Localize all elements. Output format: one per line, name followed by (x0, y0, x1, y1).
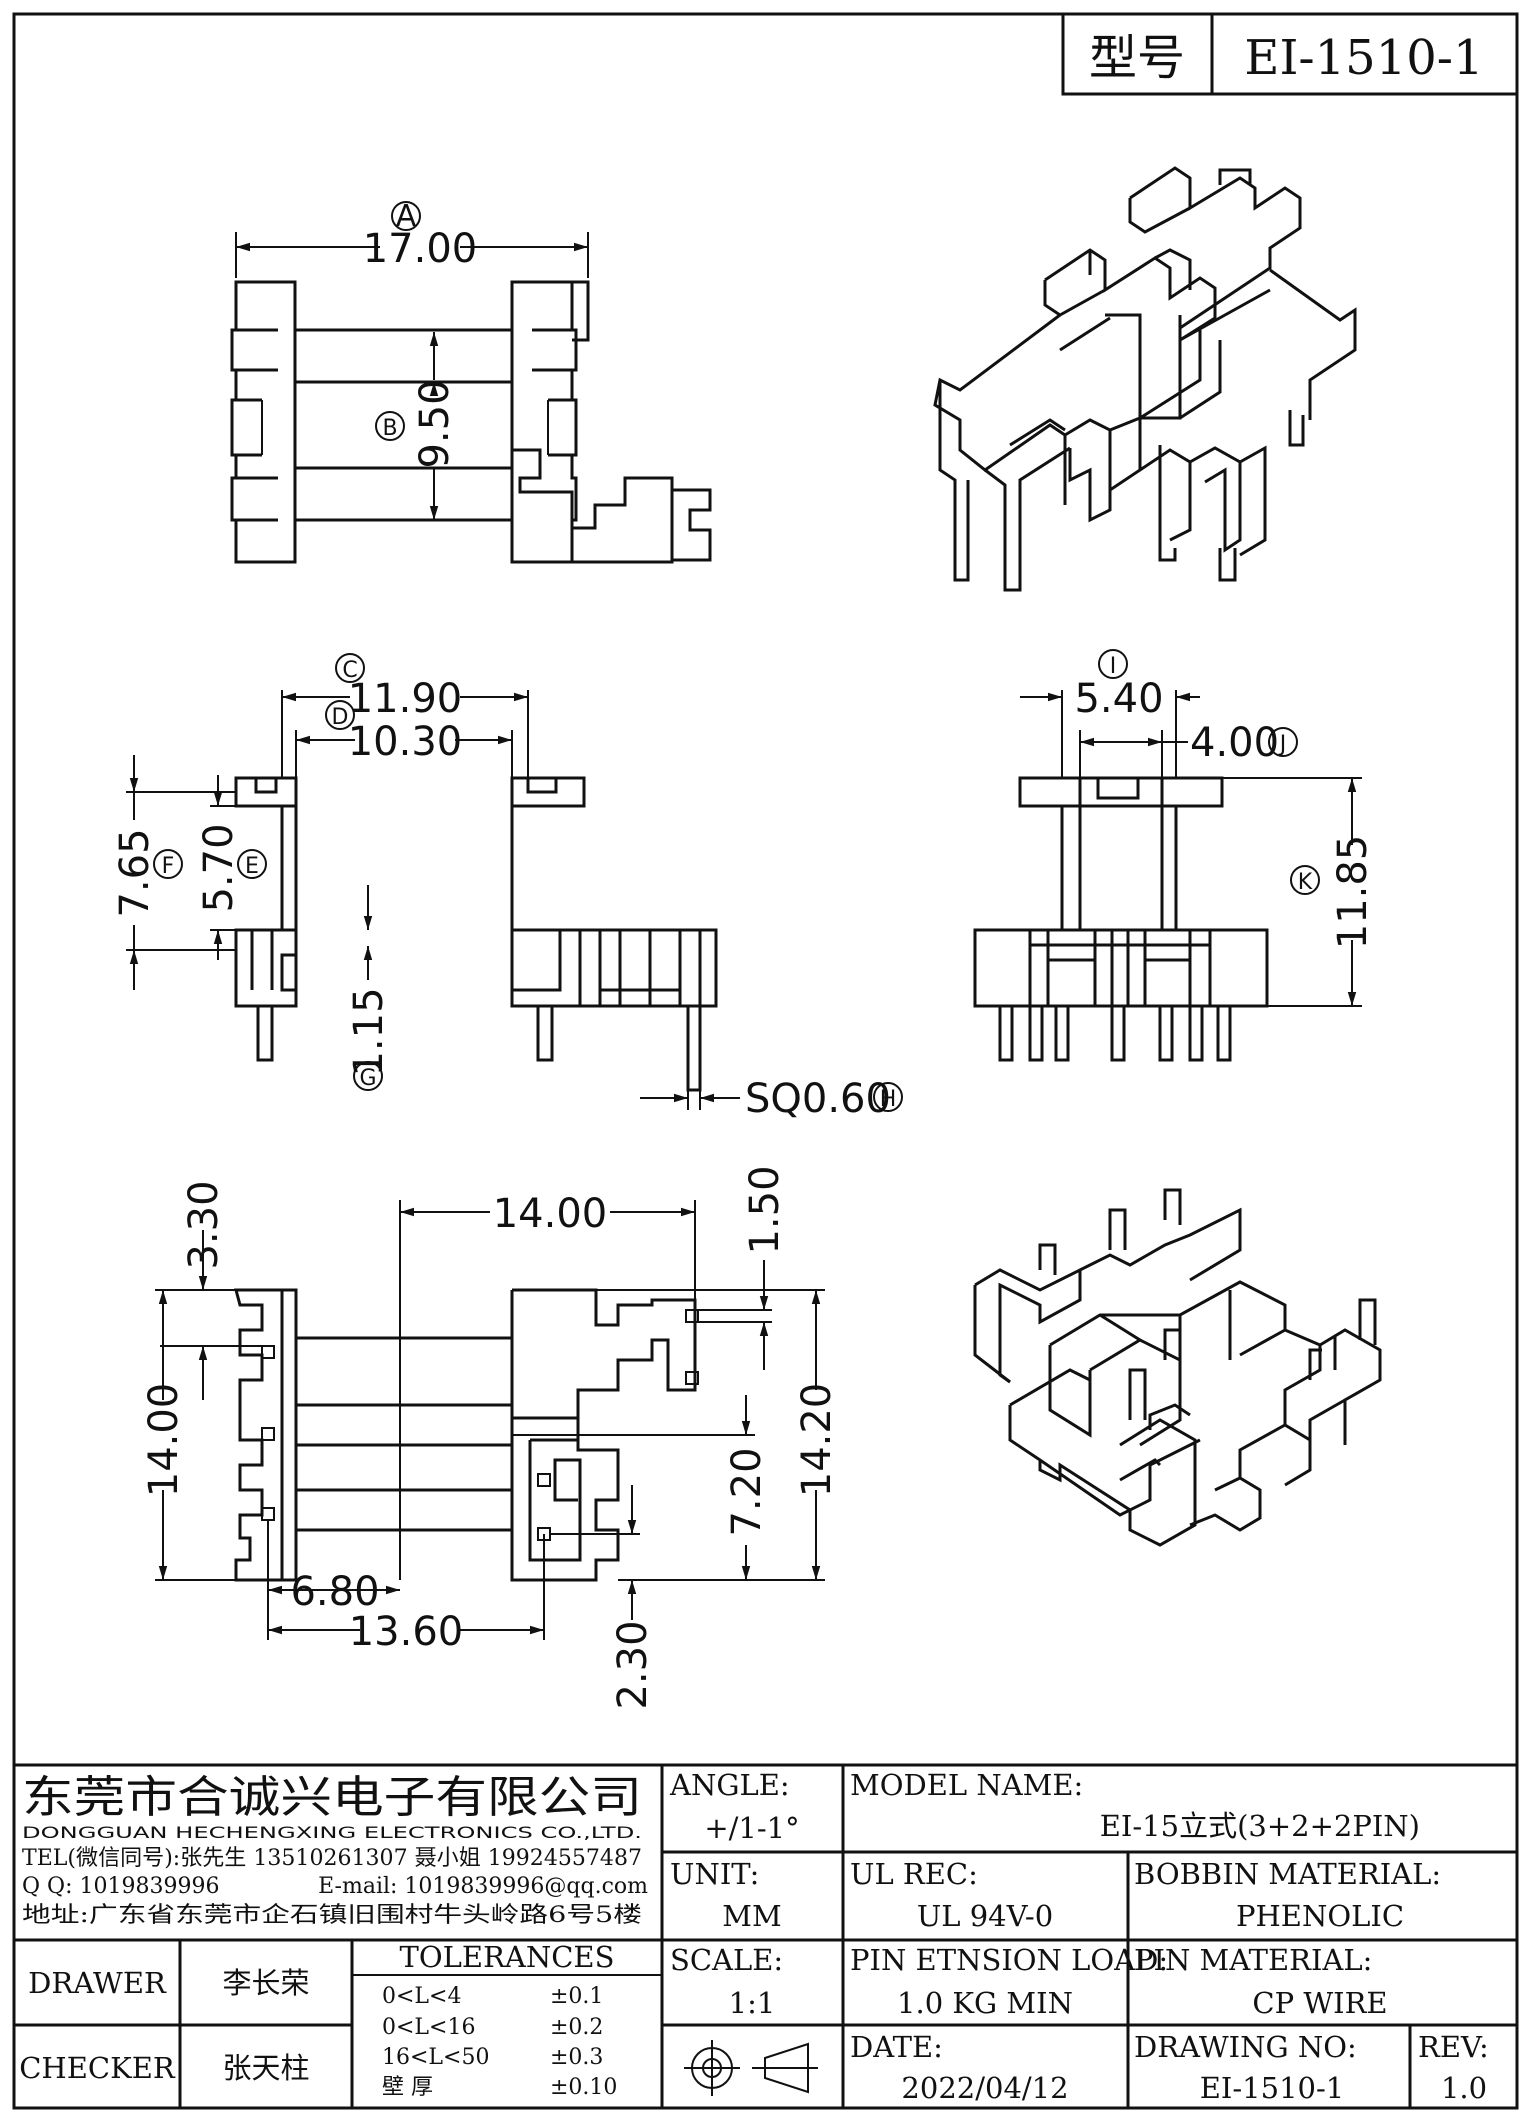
dim-bottom-1-50: 1.50 (742, 1165, 788, 1254)
title-block: 东莞市合诚兴电子有限公司 DONGGUAN HECHENGXING ELECTR… (14, 1763, 1517, 2108)
front-view: 5.40 I 4.00 J 11.85 K (973, 649, 1376, 1062)
dim-b-letter: B (382, 416, 397, 441)
pin-material-label: PIN MATERIAL: (1134, 1943, 1372, 1977)
dim-bottom-3-30: 3.30 (181, 1180, 227, 1269)
dim-bottom-14-top: 14.00 (493, 1191, 608, 1237)
date-label: DATE: (850, 2030, 943, 2064)
dim-d-letter: D (332, 705, 349, 730)
pin-load-value: 1.0 KG MIN (897, 1986, 1073, 2020)
dim-a-letter: A (396, 199, 417, 234)
isometric-view-bottom (973, 1188, 1382, 1547)
company-email: E-mail: 1019839996@qq.com (318, 1874, 648, 1899)
ul-value: UL 94V-0 (917, 1899, 1053, 1933)
company-name-en: DONGGUAN HECHENGXING ELECTRONICS CO.,LTD… (22, 1823, 642, 1842)
checker-value: 张天柱 (222, 2051, 309, 2085)
drawing-no-label: DRAWING NO: (1134, 2030, 1357, 2064)
rev-label: REV: (1418, 2030, 1489, 2064)
dim-k-letter: K (1298, 870, 1313, 895)
dim-g-value: 1.15 (346, 987, 392, 1076)
company-address: 地址:广东省东莞市企石镇旧围村牛头岭路6号5楼 (22, 1903, 642, 1928)
dim-bottom-2-30: 2.30 (610, 1620, 656, 1709)
model-name-label: MODEL NAME: (850, 1768, 1083, 1802)
projection-symbol-icon (684, 2040, 818, 2096)
dim-g-letter: G (359, 1066, 376, 1091)
dim-i-value: 5.40 (1074, 676, 1163, 722)
dim-h-value: SQ0.60 (745, 1076, 891, 1122)
drawing-border (12, 12, 1519, 2110)
unit-value: MM (722, 1899, 781, 1933)
checker-label: CHECKER (19, 2051, 176, 2085)
pin-load-label: PIN ETNSION LOAD: (850, 1943, 1168, 1977)
dim-a-value: 17.00 (363, 226, 478, 272)
dim-bottom-13-60: 13.60 (349, 1609, 464, 1655)
drawer-label: DRAWER (28, 1966, 167, 2000)
dim-e-value: 5.70 (196, 823, 242, 912)
company-tel: TEL(微信同号):张先生 13510261307 聂小姐 1992455748… (22, 1846, 642, 1871)
rev-value: 1.0 (1441, 2071, 1487, 2105)
unit-label: UNIT: (670, 1857, 759, 1891)
tol-value-2: ±0.2 (550, 2015, 603, 2040)
dim-bottom-14-left: 14.00 (141, 1383, 187, 1498)
scale-value: 1:1 (729, 1986, 776, 2020)
bobbin-label: BOBBIN MATERIAL: (1134, 1857, 1441, 1891)
tol-value-1: ±0.1 (550, 1984, 603, 2009)
tol-range-3: 16<L<50 (382, 2045, 489, 2070)
dim-c-letter: C (342, 658, 357, 683)
dim-bottom-6-80: 6.80 (290, 1569, 379, 1615)
ul-label: UL REC: (850, 1857, 978, 1891)
dim-bottom-7-20: 7.20 (724, 1447, 770, 1536)
scale-label: SCALE: (670, 1943, 783, 1977)
tolerances-label: TOLERANCES (400, 1940, 615, 1974)
dim-c-value: 11.90 (348, 676, 463, 722)
bottom-view: 14.00 3.30 1.50 14.00 14.20 7.20 6.80 13… (141, 1165, 840, 1709)
company-qq: Q Q: 1019839996 (22, 1874, 219, 1899)
model-name-value: EI-15立式(3+2+2PIN) (1100, 1809, 1420, 1843)
dim-f-value: 7.65 (112, 828, 158, 917)
angle-value: +/1-1° (704, 1811, 799, 1845)
dim-j-value: 4.00 (1190, 720, 1279, 766)
pin-material-value: CP WIRE (1252, 1986, 1387, 2020)
bobbin-value: PHENOLIC (1236, 1899, 1404, 1933)
tol-value-3: ±0.3 (550, 2045, 603, 2070)
dim-i-letter: I (1110, 654, 1117, 679)
dim-b-value: 9.50 (412, 379, 458, 468)
dim-e-letter: E (245, 854, 259, 879)
isometric-view-top (933, 166, 1357, 592)
tol-range-4: 壁 厚 (382, 2075, 433, 2100)
dim-h-letter: H (880, 1087, 897, 1112)
company-name-cn: 东莞市合诚兴电子有限公司 (22, 1772, 642, 1823)
side-view: 11.90 C 10.30 D 7.65 F 5.70 E 1.15 G (112, 653, 903, 1122)
top-view: 17.00 A 9.50 B (230, 199, 712, 564)
dim-bottom-14-20: 14.20 (794, 1383, 840, 1498)
dim-j-letter: J (1278, 732, 1287, 757)
model-value: EI-1510-1 (1244, 30, 1483, 86)
drawer-value: 李长荣 (222, 1966, 309, 2000)
model-label: 型号 (1089, 30, 1185, 86)
drawing-no-value: EI-1510-1 (1200, 2071, 1344, 2105)
dim-d-value: 10.30 (348, 719, 463, 765)
dim-f-letter: F (162, 854, 175, 879)
dim-k-value: 11.85 (1330, 835, 1376, 950)
header-box: 型号 EI-1510-1 (1061, 12, 1519, 96)
tol-range-1: 0<L<4 (382, 1984, 461, 2009)
tol-range-2: 0<L<16 (382, 2015, 475, 2040)
date-value: 2022/04/12 (901, 2071, 1068, 2105)
angle-label: ANGLE: (669, 1768, 790, 1802)
tol-value-4: ±0.10 (550, 2075, 617, 2100)
